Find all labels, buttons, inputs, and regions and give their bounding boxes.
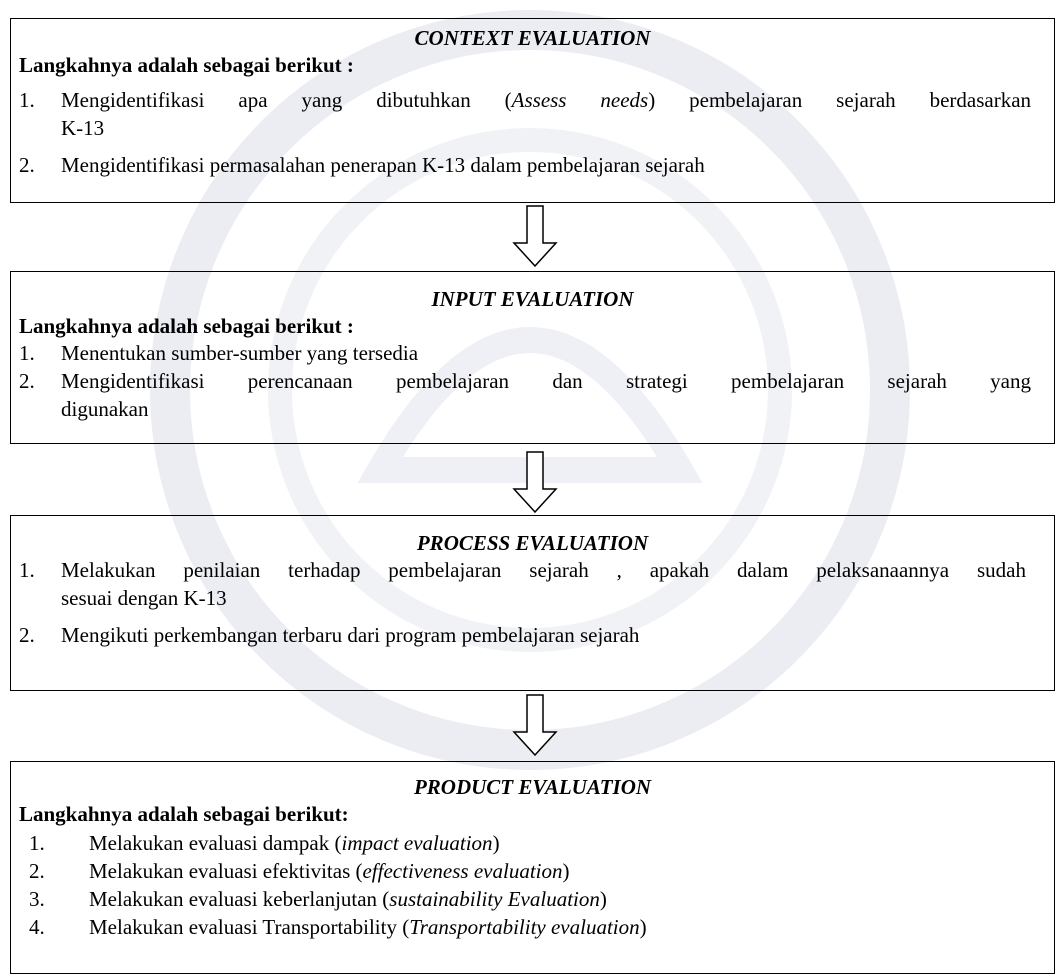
step-text: Menentukan sumber-sumber yang tersedia [61,341,419,365]
step-number: 4. [29,915,45,939]
down-arrow-icon [512,694,558,756]
step-number: 3. [29,887,45,911]
step-text: Mengidentifikasi permasalahan penerapan … [61,153,705,177]
step-text-cont: sesuai dengan K-13 [61,586,227,610]
step-number: 2. [19,369,35,393]
step-text: Mengidentifikasi apa yang dibutuhkan (As… [61,88,1032,112]
step-number: 1. [19,558,35,582]
step-text: Mengikuti perkembangan terbaru dari prog… [61,623,640,647]
step-number: 2. [19,153,35,177]
step-text: Melakukan evaluasi Transportability (Tra… [89,915,647,939]
context-subhead: Langkahnya adalah sebagai berikut : [19,53,354,77]
step-text: Mengidentifikasi perencanaan pembelajara… [61,369,1031,393]
step-number: 1. [19,88,35,112]
step-number: 2. [29,859,45,883]
down-arrow-icon [512,205,558,267]
step-text: Melakukan evaluasi efektivitas (effectiv… [89,859,570,883]
process-evaluation-box: PROCESS EVALUATION 1. Melakukan penilaia… [10,515,1055,691]
step-text: Melakukan evaluasi keberlanjutan (sustai… [89,887,607,911]
step-text-cont: digunakan [61,397,149,421]
step-text: Melakukan evaluasi dampak (impact evalua… [89,831,500,855]
product-evaluation-box: PRODUCT EVALUATION Langkahnya adalah seb… [10,761,1055,974]
product-subhead: Langkahnya adalah sebagai berikut: [19,802,349,826]
process-title: PROCESS EVALUATION [416,531,649,555]
input-evaluation-box: INPUT EVALUATION Langkahnya adalah sebag… [10,271,1055,444]
step-text-cont: K-13 [61,116,105,140]
step-number: 1. [29,831,45,855]
input-subhead: Langkahnya adalah sebagai berikut : [19,314,354,338]
down-arrow-icon [512,451,558,513]
product-title: PRODUCT EVALUATION [413,775,652,799]
context-title: CONTEXT EVALUATION [414,26,651,50]
step-number: 2. [19,623,35,647]
input-title: INPUT EVALUATION [431,287,634,311]
step-number: 1. [19,341,35,365]
step-text: Melakukan penilaian terhadap pembelajara… [61,558,1026,582]
context-evaluation-box: CONTEXT EVALUATION Langkahnya adalah seb… [10,18,1055,203]
